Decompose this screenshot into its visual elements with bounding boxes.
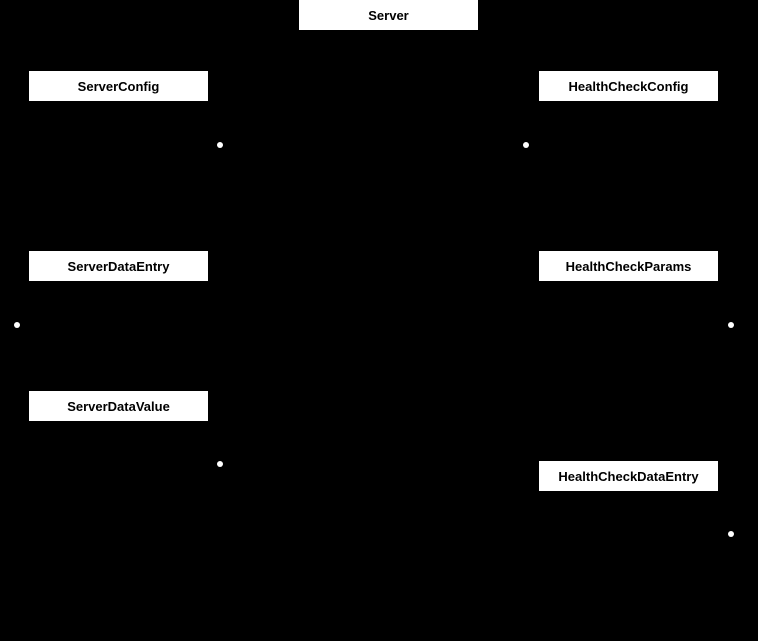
edge-marker-dot-icon: [217, 461, 223, 467]
class-node-health-check-data-entry[interactable]: HealthCheckDataEntry: [539, 461, 718, 491]
class-node-label: ServerDataEntry: [67, 258, 170, 274]
edge-marker-dot-icon: [14, 322, 20, 328]
class-node-label: Server: [368, 7, 409, 23]
edge-marker-dot-icon: [728, 531, 734, 537]
class-node-health-check-params[interactable]: HealthCheckParams: [539, 251, 718, 281]
class-node-label: HealthCheckConfig: [568, 78, 689, 94]
class-node-server-data-value[interactable]: ServerDataValue: [29, 391, 208, 421]
edge-marker-dot-icon: [728, 322, 734, 328]
edge-marker-dot-icon: [523, 142, 529, 148]
class-node-server-data-entry[interactable]: ServerDataEntry: [29, 251, 208, 281]
edge-marker-dot-icon: [217, 142, 223, 148]
class-node-health-check-config[interactable]: HealthCheckConfig: [539, 71, 718, 101]
class-node-label: ServerDataValue: [67, 398, 170, 414]
class-node-server-config[interactable]: ServerConfig: [29, 71, 208, 101]
class-node-label: HealthCheckDataEntry: [558, 468, 699, 484]
class-node-label: ServerConfig: [77, 78, 160, 94]
class-node-label: HealthCheckParams: [565, 258, 692, 274]
class-node-server[interactable]: Server: [299, 0, 478, 30]
